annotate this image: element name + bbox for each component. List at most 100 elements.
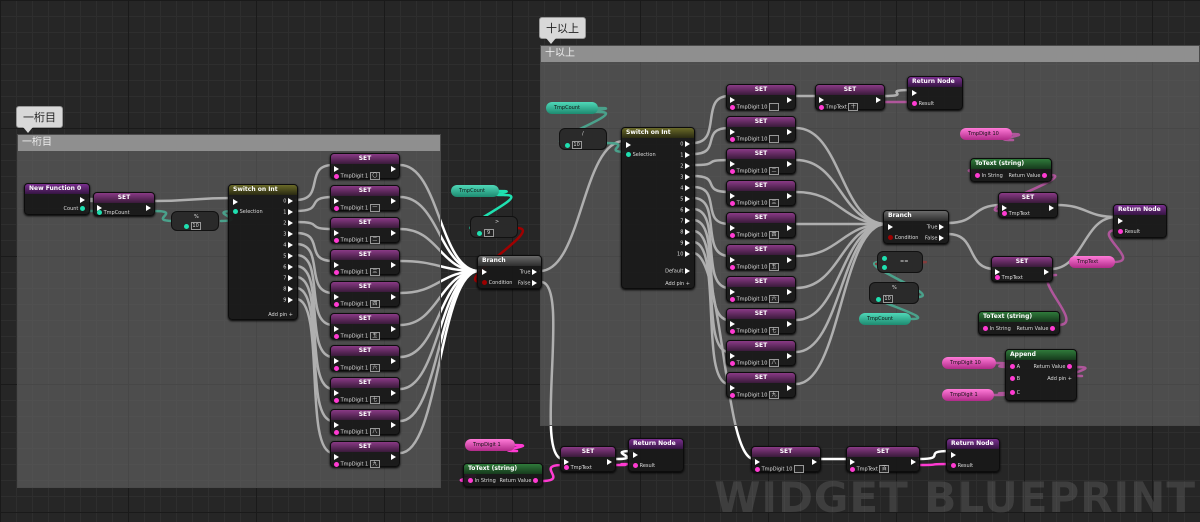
- count-pin[interactable]: Count: [64, 206, 85, 212]
- set-tmpdigit10-8[interactable]: SET TmpDigit 10 八: [726, 340, 796, 367]
- switch-case-ones-4[interactable]: 4: [283, 242, 293, 249]
- return-node-mid[interactable]: Return Node Result: [628, 438, 684, 472]
- set-tmpdigit10-5[interactable]: SET TmpDigit 10 五: [726, 244, 796, 271]
- set-tmpdigit10-pin-9[interactable]: TmpDigit 10 九: [730, 391, 780, 399]
- set-tmpdigit10-pin-6[interactable]: TmpDigit 10 六: [730, 295, 780, 303]
- get-tmpcount-mid[interactable]: TmpCount: [451, 185, 499, 197]
- return-node-tens-mid[interactable]: Return Node Result: [1113, 204, 1167, 238]
- switch-case-ones-9[interactable]: 9: [283, 297, 293, 304]
- tmpdigit10-pin-bottom[interactable]: TmpDigit 10: [755, 465, 805, 473]
- true-pin-mid[interactable]: True: [520, 269, 537, 276]
- instring-pin-a[interactable]: In String: [975, 173, 1003, 179]
- set-tmpdigit10-value-1[interactable]: [769, 135, 780, 143]
- modulo-node-tens[interactable]: % 10: [869, 282, 919, 304]
- set-tmpdigit10-value-2[interactable]: 二: [769, 167, 780, 175]
- set-tmpdigit10-pin-4[interactable]: TmpDigit 10 四: [730, 231, 780, 239]
- totext-node-mid[interactable]: ToText (string) In String Return Value: [463, 463, 543, 487]
- switch-case-ones-2[interactable]: 2: [283, 220, 293, 227]
- tmptext-pin-mid2[interactable]: TmpText: [995, 275, 1023, 281]
- set-tmpcount-node[interactable]: SET TmpCount: [93, 192, 155, 216]
- greater-than-node[interactable]: > 9: [470, 216, 518, 238]
- set-tmpdigit10-pin-1[interactable]: TmpDigit 10: [730, 135, 780, 143]
- modulo-value[interactable]: 10: [190, 222, 201, 230]
- set-tmpdigit10-value-8[interactable]: 八: [769, 359, 780, 367]
- function-entry-node[interactable]: New Function 0 Count: [24, 183, 90, 215]
- instring-pin-b[interactable]: In String: [983, 326, 1011, 332]
- switch-case-tens-0[interactable]: 0: [680, 141, 690, 148]
- totext-node-b[interactable]: ToText (string) In String Return Value: [978, 311, 1060, 335]
- set-tmpdigit10-value-9[interactable]: 九: [769, 391, 780, 399]
- result-pin-mid[interactable]: Result: [633, 463, 655, 469]
- default-pin-tens[interactable]: Default: [665, 268, 690, 275]
- set-tmpdigit1-3[interactable]: SET TmpDigit 1 三: [330, 249, 400, 276]
- divide-node[interactable]: / 10: [559, 128, 607, 150]
- set-tmpdigit1-1[interactable]: SET TmpDigit 1 一: [330, 185, 400, 212]
- switch-on-int-ones[interactable]: Switch on Int Selection 0 1 2 3 4 5 6 7 …: [228, 184, 298, 320]
- switch-case-ones-0[interactable]: 0: [283, 198, 293, 205]
- get-tmpdigit10-b[interactable]: TmpDigit 10: [942, 357, 996, 369]
- set-tmpdigit10-value-0[interactable]: [769, 103, 780, 111]
- totext-node-a[interactable]: ToText (string) In String Return Value: [970, 158, 1052, 182]
- tmpdigit10-value-bottom[interactable]: [794, 465, 805, 473]
- set-tmpdigit1-2[interactable]: SET TmpDigit 1 二: [330, 217, 400, 244]
- append-c-pin[interactable]: C: [1010, 390, 1020, 396]
- switch-case-ones-6[interactable]: 6: [283, 264, 293, 271]
- switch-case-ones-5[interactable]: 5: [283, 253, 293, 260]
- instring-pin-mid[interactable]: In String: [468, 478, 496, 484]
- append-add-pin[interactable]: Add pin +: [1047, 376, 1072, 382]
- switch-case-ones-7[interactable]: 7: [283, 275, 293, 282]
- set-tmpdigit10-bottom[interactable]: SET TmpDigit 10: [751, 446, 821, 473]
- set-tmpdigit1-value-2[interactable]: 二: [369, 236, 380, 244]
- condition-pin-mid[interactable]: Condition: [482, 280, 512, 286]
- modulo-node[interactable]: % 10: [171, 211, 219, 231]
- get-tmpdigit1-mid[interactable]: TmpDigit 1: [465, 439, 515, 451]
- switch-case-tens-7[interactable]: 7: [680, 218, 690, 225]
- branch-node-tens[interactable]: Branch Condition True False: [883, 210, 949, 244]
- switch-case-tens-1[interactable]: 1: [680, 152, 690, 159]
- tmptext-pin-top[interactable]: TmpText 十: [819, 103, 859, 111]
- append-b-pin[interactable]: B: [1010, 376, 1020, 382]
- append-a-pin[interactable]: A: [1010, 364, 1020, 370]
- set-tmpdigit10-4[interactable]: SET TmpDigit 10 四: [726, 212, 796, 239]
- set-tmpdigit1-pin-3[interactable]: TmpDigit 1 三: [334, 268, 380, 276]
- set-tmptext-top[interactable]: SET TmpText 十: [815, 84, 885, 111]
- switch-case-tens-6[interactable]: 6: [680, 207, 690, 214]
- set-tmpdigit1-8[interactable]: SET TmpDigit 1 八: [330, 409, 400, 436]
- set-tmpdigit1-pin-4[interactable]: TmpDigit 1 四: [334, 300, 380, 308]
- get-tmpcount-tens2[interactable]: TmpCount: [859, 313, 911, 325]
- set-tmpdigit10-6[interactable]: SET TmpDigit 10 六: [726, 276, 796, 303]
- set-tmpdigit1-value-4[interactable]: 四: [369, 300, 380, 308]
- set-tmpdigit10-pin-0[interactable]: TmpDigit 10: [730, 103, 780, 111]
- set-tmpdigit1-6[interactable]: SET TmpDigit 1 六: [330, 345, 400, 372]
- switch-case-tens-3[interactable]: 3: [680, 174, 690, 181]
- get-tmpdigit1-b[interactable]: TmpDigit 1: [942, 389, 994, 401]
- compare-value[interactable]: 9: [483, 229, 494, 237]
- tmptext-pin-mid1[interactable]: TmpText: [1002, 211, 1030, 217]
- set-tmpdigit10-value-5[interactable]: 五: [769, 263, 780, 271]
- selection-pin-ones[interactable]: Selection: [233, 209, 263, 215]
- set-tmpdigit1-pin-0[interactable]: TmpDigit 1 〇: [334, 172, 380, 180]
- set-tmpdigit10-3[interactable]: SET TmpDigit 10 三: [726, 180, 796, 207]
- switch-case-ones-8[interactable]: 8: [283, 286, 293, 293]
- set-tmptext-mid1[interactable]: SET TmpText: [998, 192, 1058, 218]
- false-pin-tens[interactable]: False: [925, 235, 944, 242]
- switch-case-tens-2[interactable]: 2: [680, 163, 690, 170]
- set-tmpdigit1-7[interactable]: SET TmpDigit 1 七: [330, 377, 400, 404]
- return-node-bottom[interactable]: Return Node Result: [946, 438, 1000, 472]
- switch-case-tens-4[interactable]: 4: [680, 185, 690, 192]
- set-tmpdigit10-value-3[interactable]: 三: [769, 199, 780, 207]
- get-tmpdigit10-a[interactable]: TmpDigit 10: [960, 128, 1012, 140]
- set-tmpdigit10-7[interactable]: SET TmpDigit 10 七: [726, 308, 796, 335]
- add-pin-ones[interactable]: Add pin +: [268, 312, 293, 318]
- set-tmpdigit1-pin-9[interactable]: TmpDigit 1 九: [334, 460, 380, 468]
- set-tmpdigit1-value-7[interactable]: 七: [369, 396, 380, 404]
- set-tmpdigit10-value-6[interactable]: 六: [769, 295, 780, 303]
- set-tmpdigit1-9[interactable]: SET TmpDigit 1 九: [330, 441, 400, 468]
- set-tmpdigit10-value-4[interactable]: 四: [769, 231, 780, 239]
- branch-node-mid[interactable]: Branch Condition True False: [477, 255, 542, 289]
- set-tmpdigit1-5[interactable]: SET TmpDigit 1 五: [330, 313, 400, 340]
- set-tmpdigit10-0[interactable]: SET TmpDigit 10: [726, 84, 796, 111]
- set-tmpdigit1-value-6[interactable]: 六: [369, 364, 380, 372]
- get-tmpcount-tens[interactable]: TmpCount: [546, 102, 598, 114]
- return-value-pin-b[interactable]: Return Value: [1016, 326, 1055, 332]
